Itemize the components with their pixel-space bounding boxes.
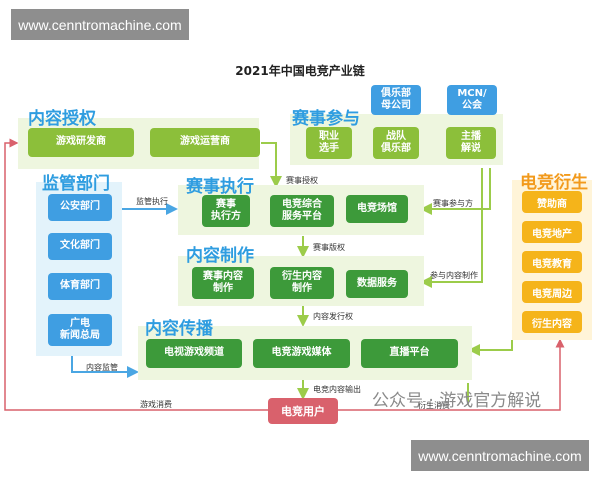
node-mcn-guild: MCN/ 公会 [447,85,497,115]
label-game-consumption: 游戏消费 [140,400,172,409]
node-team-club: 战队 俱乐部 [373,127,419,159]
label-event-participation: 赛事参与方 [433,199,473,208]
section-heading-derivatives: 电竞衍生 [520,173,588,193]
node-game-developer: 游戏研发商 [28,128,134,157]
node-club-parent: 俱乐部 母公司 [371,85,421,115]
node-esports-realestate: 电竞地产 [522,221,582,243]
node-esports-users: 电竞用户 [268,398,338,424]
section-heading-events: 赛事参与 [292,109,360,129]
section-heading-distribution: 内容传播 [145,319,213,339]
node-service-platform: 电竞综合 服务平台 [270,195,334,227]
node-event-content: 赛事内容 制作 [192,267,254,299]
section-heading-production: 内容制作 [186,246,254,266]
node-derivative-content: 衍生内容 制作 [270,267,334,299]
watermark-top: www.cenntromachine.com [11,9,189,40]
node-host-commentator: 主播 解说 [446,127,496,159]
node-pro-players: 职业 选手 [306,127,352,159]
node-sponsors: 赞助商 [522,191,582,213]
label-derivative-consumption: 衍生消费 [418,401,450,410]
label-event-license: 赛事授权 [286,176,318,185]
label-content-rights: 内容发行权 [313,312,353,321]
node-esports-media: 电竞游戏媒体 [253,339,350,368]
label-content-output: 电竞内容输出 [313,385,361,394]
node-culture: 文化部门 [48,233,112,260]
footer-watermark: 公众号 · 游戏官方解说 [372,391,542,411]
watermark-bottom: www.cenntromachine.com [411,440,589,471]
node-radio-tv-press: 广电 新闻总局 [48,314,112,346]
node-esports-venue: 电竞场馆 [346,195,408,223]
node-tv-game-channel: 电视游戏频道 [146,339,242,368]
section-heading-license: 内容授权 [28,109,96,129]
node-esports-merch: 电竞周边 [522,281,582,303]
node-sports: 体育部门 [48,273,112,300]
node-esports-education: 电竞教育 [522,251,582,273]
diagram-title: 2021年中国电竞产业链 [235,64,365,78]
section-heading-execution: 赛事执行 [186,177,254,197]
node-live-platform: 直播平台 [361,339,458,368]
node-game-operator: 游戏运营商 [150,128,260,157]
node-public-security: 公安部门 [48,194,112,221]
label-participate-content: 参与内容制作 [430,271,478,280]
node-derivative-content-out: 衍生内容 [522,311,582,333]
label-event-rights: 赛事版权 [313,243,345,252]
node-event-executor: 赛事 执行方 [202,195,250,227]
label-content-supervision: 内容监管 [86,363,118,372]
node-data-services: 数据服务 [346,270,408,298]
label-supervision-exec: 监管执行 [136,197,168,206]
section-heading-regulator: 监管部门 [42,174,110,194]
